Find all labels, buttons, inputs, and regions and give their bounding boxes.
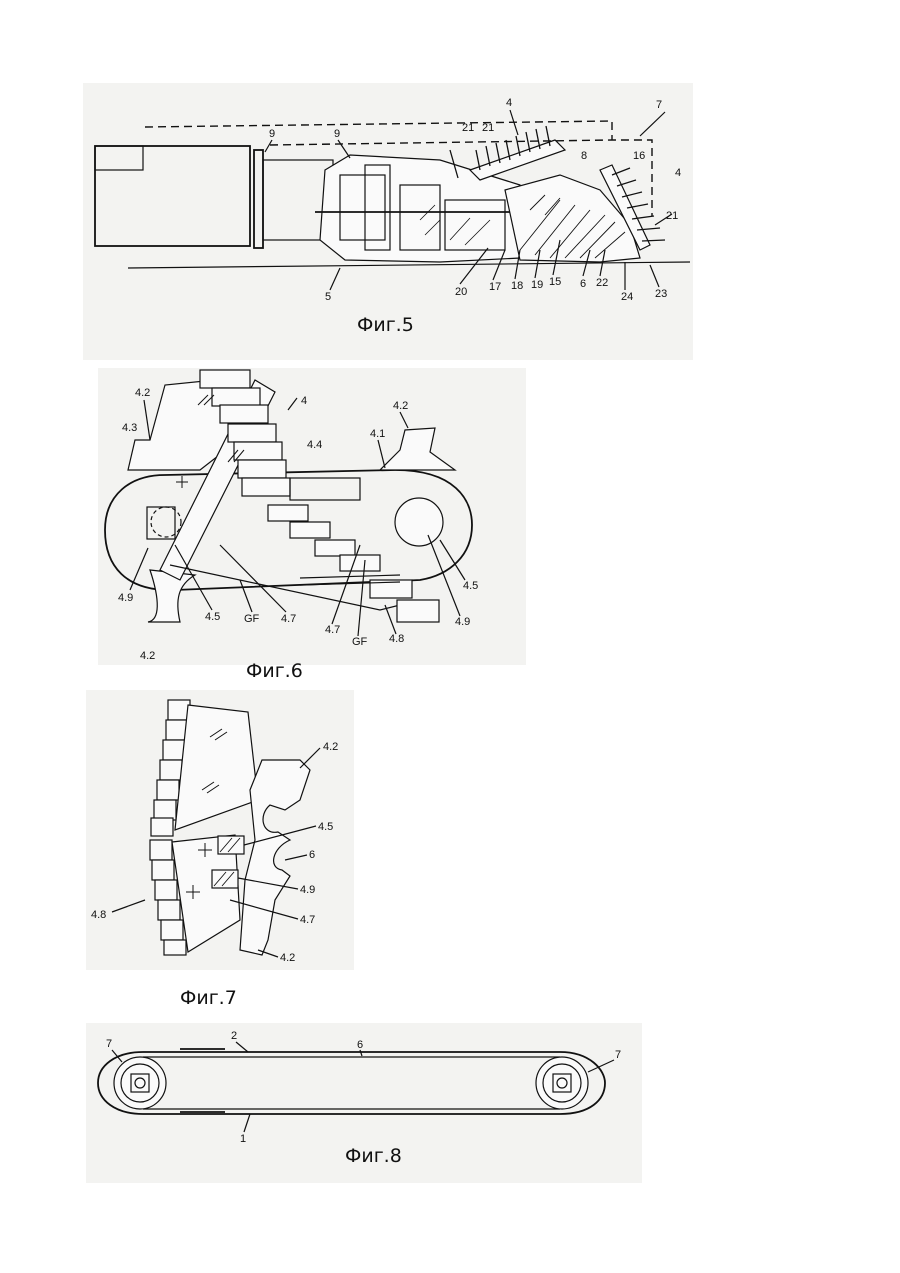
- fig8-label: 6: [357, 1039, 363, 1051]
- belt-loop: [98, 1052, 605, 1114]
- fig8-label: 1: [240, 1133, 246, 1145]
- fig8-label: 7: [106, 1038, 112, 1050]
- left-pulley: [114, 1057, 166, 1109]
- fig8-label: 2: [231, 1030, 237, 1042]
- right-pulley: [536, 1057, 588, 1109]
- fig8-label: 7: [615, 1049, 621, 1061]
- figure-8-caption: Фиг.8: [345, 1145, 402, 1167]
